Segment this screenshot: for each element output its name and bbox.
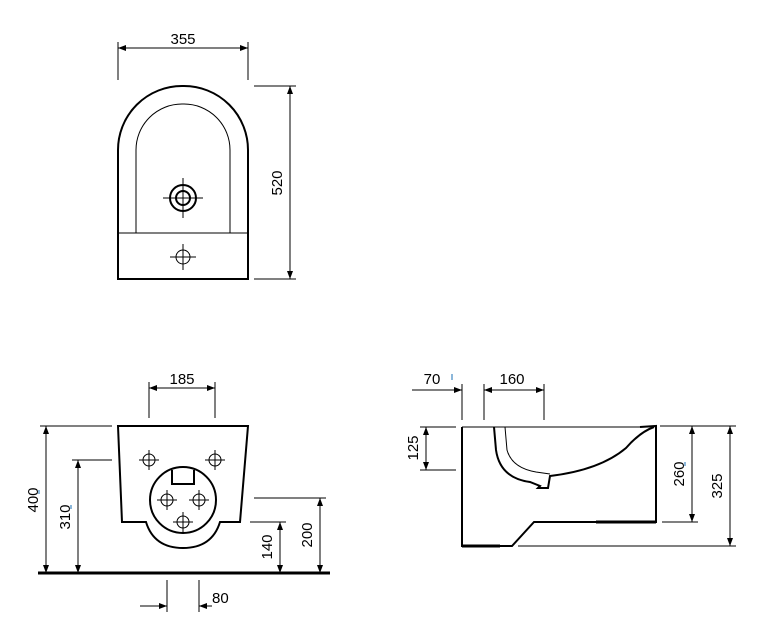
front-view-outline bbox=[116, 425, 250, 550]
dim-310 bbox=[72, 459, 112, 573]
dim-260 bbox=[662, 425, 698, 523]
front-view-mount-hole-left bbox=[139, 450, 159, 470]
side-view-bowl-inner bbox=[504, 426, 551, 475]
dim-label-160: 160 bbox=[499, 371, 524, 388]
dim-label-325: 325 bbox=[709, 473, 726, 498]
dim-140 bbox=[250, 521, 286, 573]
dim-160 bbox=[483, 384, 545, 420]
dim-label-140: 140 bbox=[259, 534, 276, 559]
dim-355 bbox=[117, 42, 249, 80]
side-view-bowl bbox=[493, 426, 655, 489]
dim-200 bbox=[254, 497, 326, 573]
top-view-outline bbox=[117, 85, 249, 280]
dim-label-520: 520 bbox=[269, 170, 286, 195]
dim-label-260: 260 bbox=[671, 461, 688, 486]
front-view-mount-hole-right bbox=[205, 450, 225, 470]
side-view: 70 160 125 260 bbox=[405, 371, 736, 548]
top-view-bowl bbox=[135, 103, 231, 233]
front-view-hole-outlet-bottom bbox=[173, 512, 193, 532]
dim-label-80: 80 bbox=[212, 590, 229, 607]
top-view: 355 520 bbox=[117, 31, 296, 280]
dim-325 bbox=[518, 425, 736, 547]
dim-label-200: 200 bbox=[299, 522, 316, 547]
dim-label-185: 185 bbox=[169, 371, 194, 388]
dim-185 bbox=[148, 382, 216, 418]
side-view-outline bbox=[461, 424, 657, 547]
front-view-outlet bbox=[149, 466, 217, 534]
front-view-notch bbox=[171, 470, 195, 485]
dim-label-125: 125 bbox=[405, 435, 422, 460]
front-view: 185 400 310 140 bbox=[25, 371, 330, 612]
dim-label-310: 310 bbox=[57, 504, 74, 529]
dim-label-400: 400 bbox=[25, 487, 42, 512]
dim-125 bbox=[420, 426, 456, 471]
top-view-small-hole bbox=[170, 244, 196, 270]
dim-80 bbox=[140, 580, 212, 612]
dim-label-355: 355 bbox=[170, 31, 195, 48]
dim-label-70: 70 bbox=[424, 371, 441, 388]
top-view-tap-hole bbox=[163, 178, 203, 218]
dim-400 bbox=[40, 425, 112, 573]
front-view-hole-outlet-right bbox=[189, 490, 209, 510]
front-view-hole-outlet-left bbox=[157, 490, 177, 510]
dim-70 bbox=[412, 384, 463, 420]
dim-520 bbox=[254, 85, 296, 280]
